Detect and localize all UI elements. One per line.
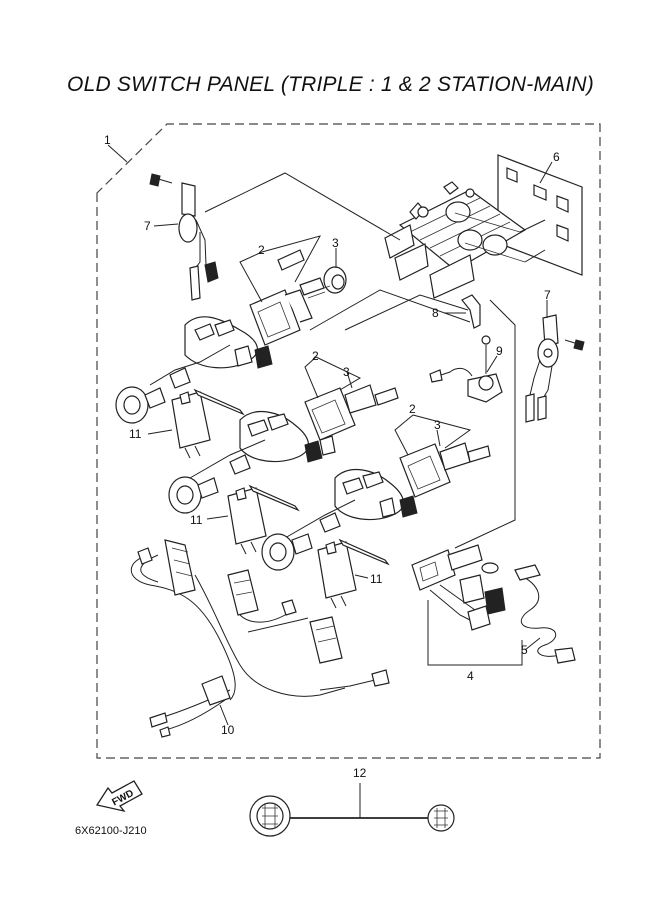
diagram-code: 6X62100-J210: [75, 825, 147, 837]
leader-3-lower: [436, 429, 441, 447]
leader-11-lower: [354, 574, 369, 579]
forward-arrow-icon: FWD: [95, 780, 143, 813]
callout-12: 12: [353, 766, 367, 780]
callout-6: 6: [553, 150, 560, 164]
callout-5: 5: [521, 643, 528, 657]
relay-11-middle[interactable]: [227, 484, 300, 555]
callout-4: 4: [467, 669, 474, 683]
leader-7-left: [153, 223, 179, 227]
harness-clamp-7-left[interactable]: [149, 173, 219, 301]
relay-11-top[interactable]: [171, 388, 245, 459]
callout-3-middle: 3: [343, 365, 350, 379]
callout-10: 10: [221, 723, 235, 737]
callout-1: 1: [104, 133, 111, 147]
switch-panel-plate[interactable]: [497, 154, 583, 276]
switch-assembly-lower[interactable]: [261, 442, 491, 571]
callout-11-top: 11: [129, 427, 142, 441]
harness-wire-2: [309, 289, 471, 331]
harness-wire-4: [454, 299, 516, 549]
callout-7-left: 7: [144, 219, 151, 233]
diagram-title: OLD SWITCH PANEL (TRIPLE : 1 & 2 STATION…: [67, 73, 594, 96]
panel-bracket[interactable]: [384, 181, 546, 299]
extension-harness-12[interactable]: [249, 783, 455, 837]
leader-1: [107, 144, 128, 163]
fwd-label: FWD: [110, 788, 135, 808]
lanyard-5[interactable]: [514, 564, 576, 664]
callout-3-top: 3: [332, 236, 339, 250]
callout-11-middle: 11: [190, 513, 203, 527]
stop-switch-4[interactable]: [411, 544, 506, 631]
harness-clamp-7-right[interactable]: [525, 314, 585, 423]
callout-7-right: 7: [544, 288, 551, 302]
callout-3-lower: 3: [434, 418, 441, 432]
wire-harness-10[interactable]: [130, 539, 390, 738]
callout-2-lower: 2: [409, 402, 416, 416]
leader-11-top: [147, 429, 173, 435]
leader-10: [219, 704, 229, 726]
leader-6: [539, 161, 553, 184]
leader-2-lower: [394, 414, 472, 456]
assembly-boundary: [96, 123, 601, 759]
clip-8[interactable]: [461, 294, 481, 329]
leader-3-middle: [346, 371, 353, 389]
harness-wire-3: [344, 294, 469, 331]
leader-9: [486, 355, 498, 373]
buzzer-9[interactable]: [429, 335, 503, 403]
switch-assembly-middle[interactable]: [168, 384, 399, 514]
relay-11-lower[interactable]: [317, 538, 390, 609]
leader-2-top: [239, 235, 322, 303]
callout-9: 9: [496, 344, 503, 358]
leader-11-middle: [206, 515, 229, 520]
callout-2-top: 2: [258, 243, 265, 257]
callout-2-middle: 2: [312, 349, 319, 363]
callout-11-lower: 11: [370, 572, 383, 586]
leader-2-middle: [304, 356, 362, 399]
callout-8: 8: [432, 306, 439, 320]
switch-assembly-top[interactable]: [115, 249, 347, 424]
harness-wire-main: [204, 172, 401, 241]
leader-5: [524, 637, 541, 651]
leader-4: [427, 600, 523, 666]
